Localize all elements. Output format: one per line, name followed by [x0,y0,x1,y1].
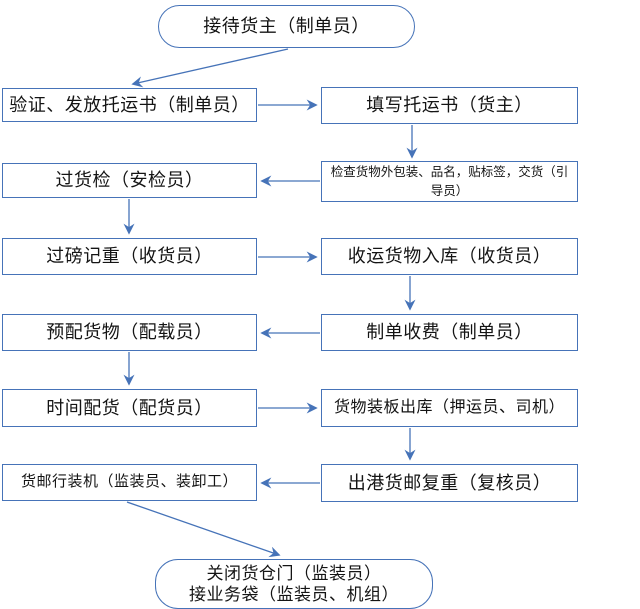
node-load-plane-label: 货邮行装机（监装员、装卸工） [20,474,238,491]
node-warehouse-label: 收运货物入库（收货员） [347,246,552,267]
node-billing: 制单收费（制单员） [321,314,578,351]
node-fill-bill-label: 填写托运书（货主） [366,95,533,116]
node-issue-bill: 验证、发放托运书（制单员） [2,88,257,122]
node-time-assign: 时间配货（配货员） [2,389,257,427]
node-security: 过货检（安检员） [2,163,257,198]
node-pallet-out-label: 货物装板出库（押运员、司机） [333,399,565,416]
node-start-label: 接待货主（制单员） [203,16,370,37]
node-end-line2: 接业务袋（监装员、机组） [189,585,399,605]
node-weigh: 过磅记重（收货员） [2,238,257,275]
node-load-plane: 货邮行装机（监装员、装卸工） [2,464,257,501]
node-preassign: 预配货物（配载员） [2,314,257,351]
node-weigh-label: 过磅记重（收货员） [46,246,213,267]
node-billing-label: 制单收费（制单员） [366,322,533,343]
node-reweigh: 出港货邮复重（复核员） [321,464,578,502]
node-preassign-label: 预配货物（配载员） [46,322,213,343]
node-fill-bill: 填写托运书（货主） [321,87,578,124]
connector-start-to-issue [131,48,289,88]
node-inspect: 检查货物外包装、品名，贴标签，交货（引导员） [321,161,578,202]
node-start: 接待货主（制单员） [158,5,415,48]
node-warehouse: 收运货物入库（收货员） [321,238,578,275]
node-time-assign-label: 时间配货（配货员） [46,397,213,418]
node-pallet-out: 货物装板出库（押运员、司机） [321,389,578,427]
node-inspect-label: 检查货物外包装、品名，贴标签，交货（引导员） [330,164,569,198]
node-end-line1: 关闭货仓门（监装员） [206,564,382,583]
connector-loadplane-to-end [126,501,281,558]
node-reweigh-label: 出港货邮复重（复核员） [347,472,552,493]
node-end: 关闭货仓门（监装员） 接业务袋（监装员、机组） [155,559,433,609]
node-issue-bill-label: 验证、发放托运书（制单员） [9,94,250,115]
node-security-label: 过货检（安检员） [55,170,204,191]
